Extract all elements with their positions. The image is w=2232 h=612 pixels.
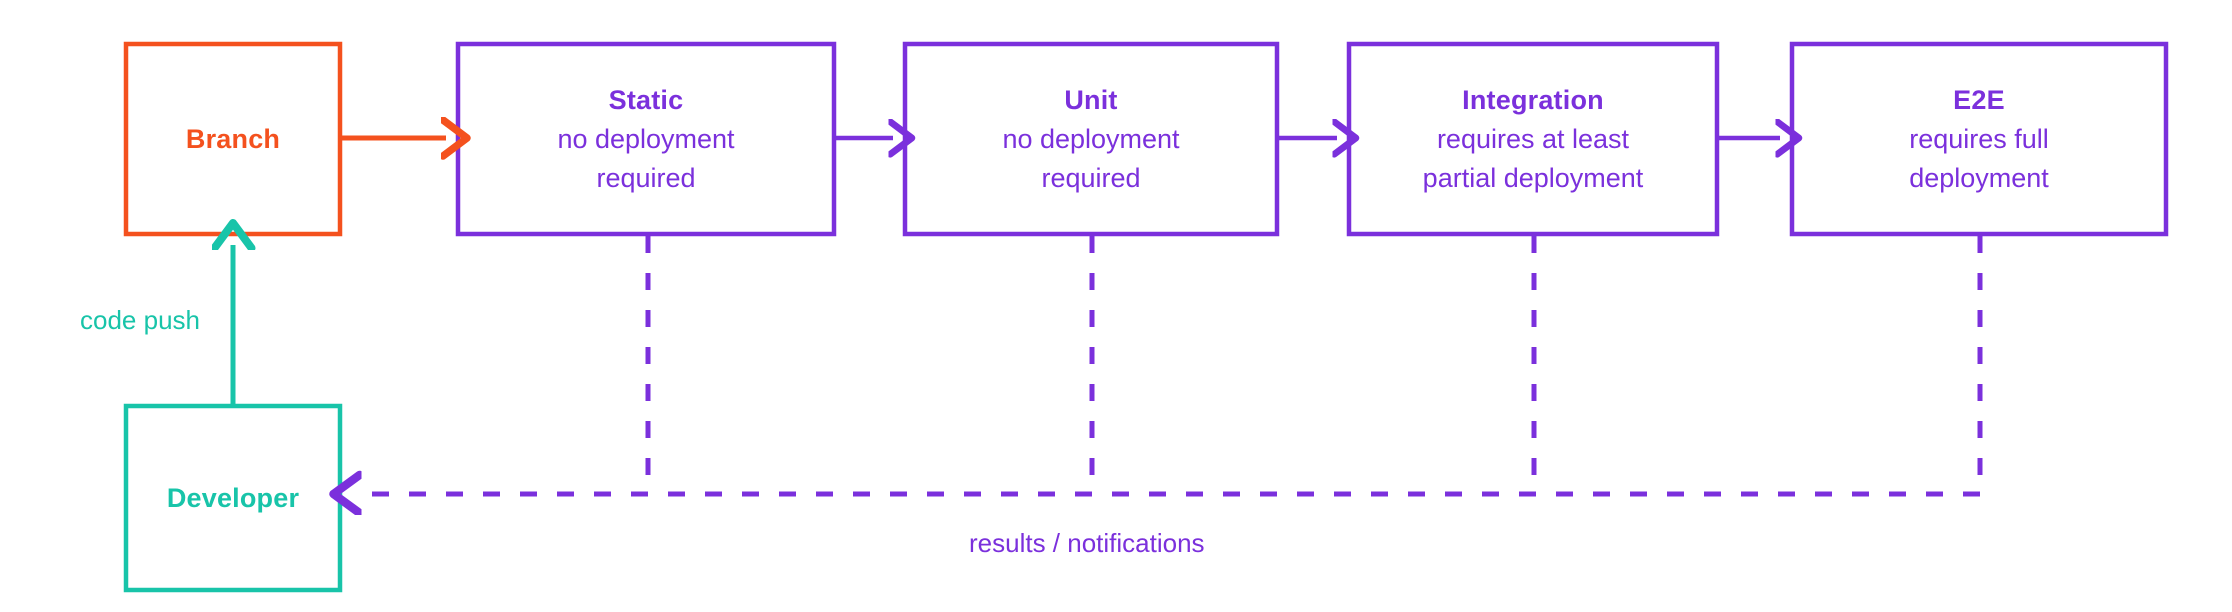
node-developer[interactable]: Developer — [124, 404, 342, 592]
node-e2e-title: E2E — [1953, 85, 2005, 115]
node-integration[interactable]: Integration requires at least partial de… — [1347, 42, 1719, 236]
node-unit-subtitle-line1: no deployment — [1002, 124, 1180, 154]
node-static-title: Static — [608, 85, 684, 115]
node-e2e[interactable]: E2E requires full deployment — [1790, 42, 2168, 236]
node-unit[interactable]: Unit no deployment required — [903, 42, 1279, 236]
node-developer-title: Developer — [166, 483, 300, 513]
node-static[interactable]: Static no deployment required — [456, 42, 836, 236]
node-e2e-subtitle-line1: requires full — [1909, 124, 2049, 154]
node-e2e-subtitle-line2: deployment — [1909, 163, 2049, 193]
node-integration-title: Integration — [1462, 85, 1604, 115]
edge-label-code-push: code push — [80, 305, 200, 335]
node-static-subtitle-line1: no deployment — [557, 124, 735, 154]
node-branch-title: Branch — [185, 124, 281, 154]
node-integration-subtitle-line1: requires at least — [1436, 124, 1630, 154]
node-static-subtitle-line2: required — [596, 163, 696, 193]
node-integration-subtitle-line2: partial deployment — [1422, 163, 1644, 193]
node-unit-subtitle-line2: required — [1041, 163, 1141, 193]
edge-label-results-notifications: results / notifications — [969, 528, 1205, 558]
node-branch[interactable]: Branch — [124, 42, 342, 236]
node-unit-title: Unit — [1064, 85, 1118, 115]
